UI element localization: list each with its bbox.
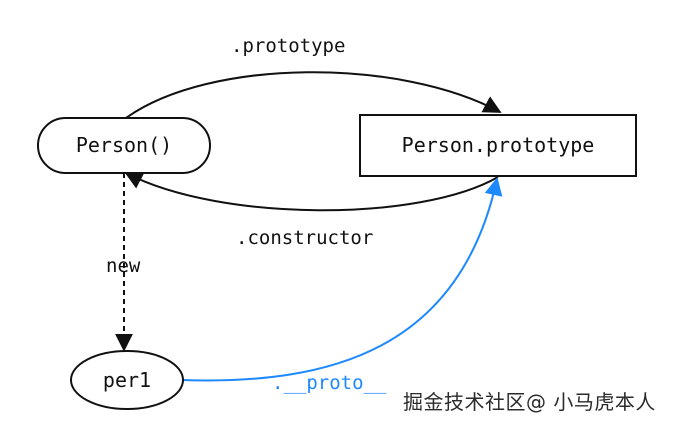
node-per1-shape [70,350,184,410]
node-person-constructor-shape [37,117,211,174]
node-person-constructor-label: Person() [76,133,172,157]
edge-constructor-label: .constructor [236,227,373,249]
node-person-prototype-shape [359,114,637,177]
edge-constructor [124,172,499,212]
edge-prototype [125,71,502,119]
node-person-prototype-label: Person.prototype [402,133,595,157]
edge-proto [181,177,503,382]
watermark-text: 掘金技术社区@ 小马虎本人 [403,390,656,414]
edge-new-label: new [106,255,141,277]
node-per1-label: per1 [103,368,151,392]
edge-prototype-label: .prototype [231,35,345,57]
edge-proto-label: .__proto__ [272,372,387,394]
